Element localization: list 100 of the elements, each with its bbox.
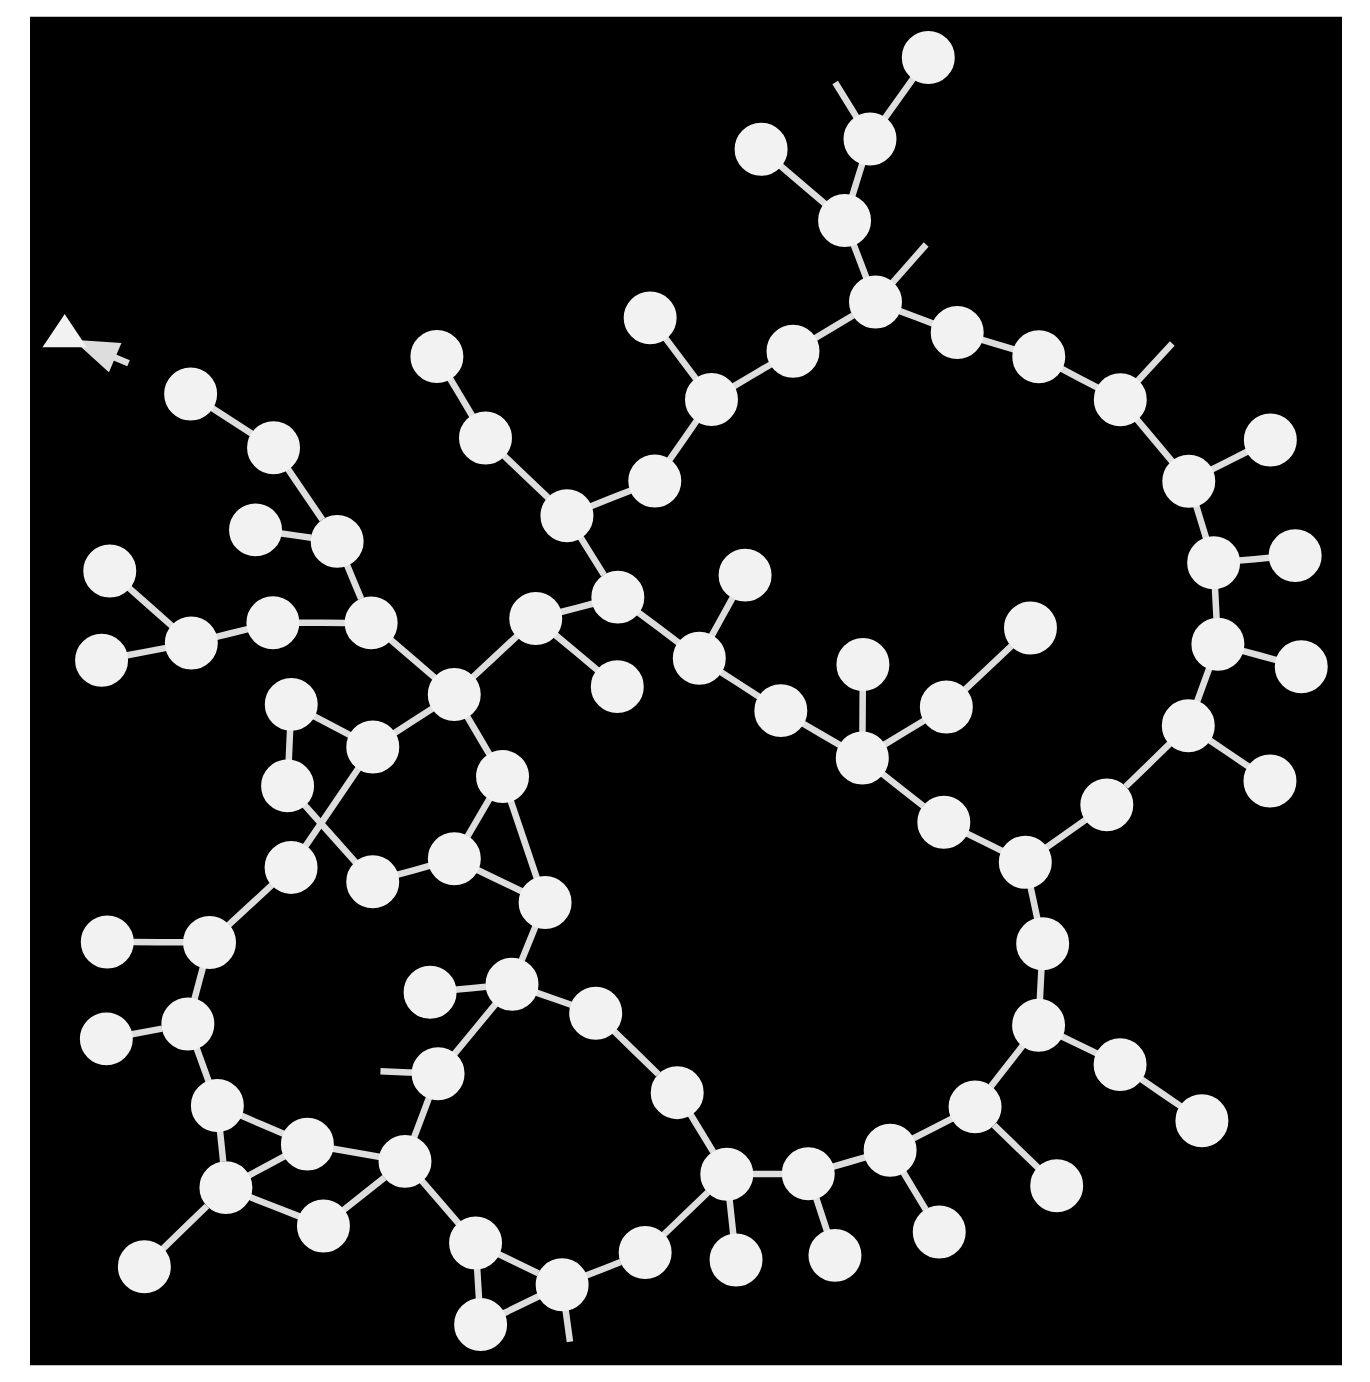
connector bbox=[474, 866, 523, 895]
node-circle bbox=[295, 1199, 349, 1253]
connector bbox=[213, 625, 249, 641]
connector bbox=[300, 802, 358, 866]
node-circle bbox=[929, 306, 983, 360]
node-circle bbox=[74, 633, 128, 687]
node-circle bbox=[1242, 754, 1296, 808]
node-circle bbox=[848, 275, 901, 329]
connector bbox=[296, 619, 346, 627]
node-circle bbox=[260, 759, 314, 813]
node-circle bbox=[862, 1123, 916, 1177]
node-circle bbox=[1160, 699, 1214, 753]
node-circle bbox=[590, 570, 644, 624]
connector bbox=[849, 242, 869, 280]
connector bbox=[1122, 740, 1172, 789]
node-triangle bbox=[41, 314, 86, 348]
connector bbox=[238, 1112, 285, 1138]
node-circle bbox=[622, 291, 676, 345]
connector bbox=[1206, 737, 1251, 770]
node-circle bbox=[263, 840, 317, 894]
connector bbox=[192, 1045, 211, 1083]
connector bbox=[472, 1268, 482, 1299]
node-circle bbox=[426, 832, 480, 886]
connector bbox=[812, 312, 854, 341]
connector bbox=[960, 643, 1013, 693]
connector bbox=[610, 1028, 660, 1077]
node-circle bbox=[279, 1117, 333, 1171]
node-circle bbox=[717, 548, 771, 602]
node-circle bbox=[426, 668, 480, 721]
node-circle bbox=[627, 454, 681, 508]
connector bbox=[158, 1203, 209, 1252]
connector bbox=[501, 1292, 541, 1317]
node-circle bbox=[198, 1161, 252, 1215]
connector bbox=[576, 535, 606, 577]
connector bbox=[215, 1129, 226, 1162]
connector bbox=[387, 636, 437, 681]
node-circle bbox=[617, 1226, 671, 1279]
connector bbox=[899, 1170, 928, 1212]
node-circle bbox=[671, 631, 725, 685]
node-circle bbox=[163, 616, 217, 670]
node-circle bbox=[817, 194, 871, 248]
connector bbox=[812, 1196, 830, 1233]
node-circle bbox=[1015, 917, 1069, 971]
connector bbox=[394, 862, 431, 879]
node-circle bbox=[1011, 330, 1065, 384]
connector bbox=[888, 242, 928, 286]
connector bbox=[1237, 554, 1269, 564]
node-circle bbox=[534, 1258, 588, 1312]
connector bbox=[129, 1025, 162, 1038]
node-circle bbox=[1092, 373, 1146, 427]
node-circle bbox=[1092, 1038, 1146, 1092]
connector bbox=[501, 453, 550, 500]
node-circle bbox=[1003, 601, 1056, 655]
connector bbox=[225, 882, 274, 928]
connector bbox=[245, 1152, 287, 1179]
connector bbox=[1035, 969, 1044, 1000]
connector bbox=[1192, 504, 1209, 540]
connector bbox=[1058, 1033, 1099, 1057]
connector bbox=[730, 361, 772, 390]
node-circle bbox=[160, 997, 214, 1051]
node-circle bbox=[1079, 778, 1133, 832]
node-circle bbox=[448, 1216, 502, 1270]
connector bbox=[910, 1115, 953, 1142]
node-circle bbox=[835, 637, 889, 691]
connector bbox=[124, 644, 166, 659]
node-circle bbox=[947, 1080, 1001, 1134]
node-circle bbox=[402, 965, 456, 1019]
node-circle bbox=[343, 596, 397, 650]
node-circle bbox=[708, 1233, 762, 1287]
connector bbox=[725, 1199, 736, 1235]
node-circle bbox=[1174, 1094, 1228, 1148]
connector bbox=[1134, 341, 1174, 384]
node-circle bbox=[733, 122, 787, 176]
connector bbox=[847, 162, 865, 198]
connector bbox=[284, 729, 293, 761]
node-circle bbox=[699, 1147, 753, 1201]
node-circle bbox=[1186, 536, 1240, 590]
connector bbox=[561, 1309, 573, 1343]
node-circle bbox=[475, 750, 528, 804]
connector bbox=[379, 1067, 412, 1076]
connector bbox=[301, 766, 361, 849]
node-circle bbox=[163, 367, 217, 421]
connector bbox=[1210, 587, 1219, 619]
node-circle bbox=[842, 112, 896, 166]
connector bbox=[659, 1189, 710, 1238]
connector bbox=[496, 1251, 539, 1277]
connector bbox=[446, 376, 474, 418]
node-circle bbox=[1011, 998, 1065, 1052]
connector bbox=[330, 1145, 380, 1161]
connector bbox=[686, 1112, 715, 1154]
connector bbox=[125, 585, 174, 629]
connector bbox=[588, 487, 631, 510]
node-circle bbox=[263, 677, 317, 731]
connector bbox=[990, 1122, 1041, 1171]
node-circle bbox=[1029, 1159, 1083, 1213]
connector bbox=[987, 1043, 1025, 1089]
connector bbox=[506, 799, 539, 880]
connector bbox=[463, 714, 492, 756]
connector bbox=[339, 1175, 386, 1214]
node-circle bbox=[539, 489, 593, 543]
